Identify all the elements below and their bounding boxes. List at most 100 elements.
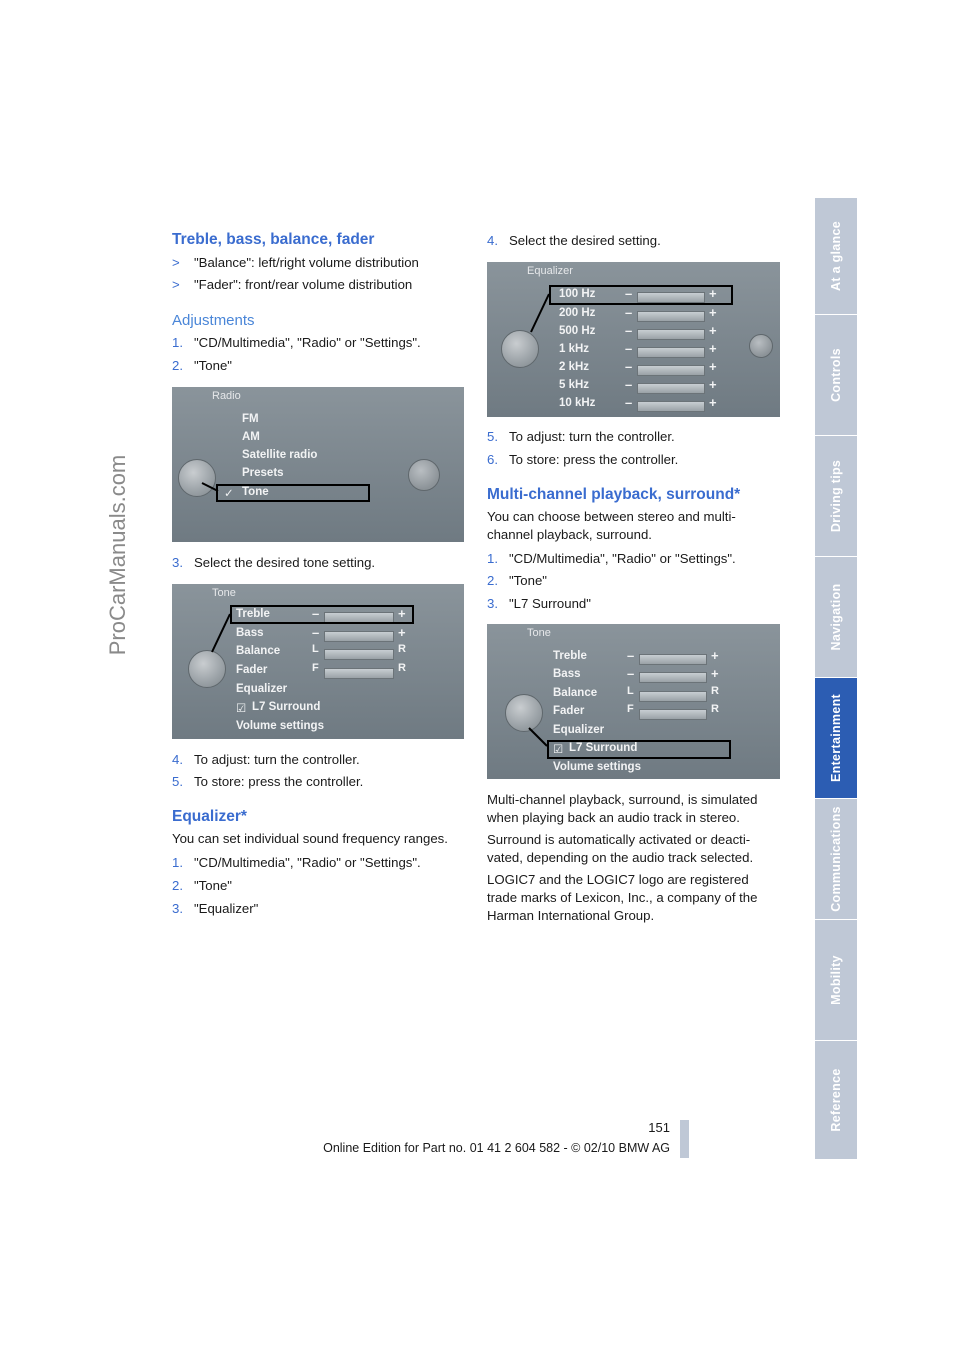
- step-text: "Tone": [509, 573, 547, 588]
- menu-item-balance: Balance: [553, 687, 598, 699]
- side-tab-driving-tips[interactable]: Driving tips: [815, 436, 857, 557]
- menu-item-am: AM: [242, 431, 260, 443]
- slider-band: [637, 329, 705, 340]
- step: 2."Tone": [172, 877, 232, 895]
- step-text: "CD/Multimedia", "Radio" or "Settings".: [194, 335, 421, 350]
- heading-surround: Multi-channel playback, surround*: [487, 486, 741, 503]
- side-tab-label: Mobility: [829, 955, 843, 1005]
- menu-item-bass: Bass: [553, 668, 581, 680]
- screen-title: Radio: [212, 390, 241, 402]
- edition-text: Online Edition for Part no. 01 41 2 604 …: [323, 1141, 670, 1155]
- highlight-box: [549, 285, 733, 305]
- step-text: "CD/Multimedia", "Radio" or "Settings".: [194, 855, 421, 870]
- step-number: 5.: [487, 429, 498, 444]
- surround-intro: channel playback, surround.: [487, 527, 652, 542]
- callout-line-icon: [201, 482, 219, 492]
- side-tab-entertainment[interactable]: Entertainment: [815, 678, 857, 799]
- step-number: 1.: [172, 335, 183, 350]
- screen-title: Equalizer: [527, 265, 573, 277]
- step-number: 6.: [487, 452, 498, 467]
- step: 3. "Equalizer": [172, 900, 258, 918]
- screen-title: Tone: [527, 627, 551, 639]
- step-text: Select the desired tone setting.: [194, 555, 376, 570]
- side-tab-label: Driving tips: [829, 459, 843, 533]
- slider-band: [637, 292, 705, 303]
- menu-item-fm: FM: [242, 413, 259, 425]
- side-tab-communications[interactable]: Communications: [815, 799, 857, 920]
- band-100hz: 100 Hz: [559, 288, 596, 300]
- menu-item-equalizer: Equalizer: [236, 683, 288, 695]
- slider-balance: [324, 649, 394, 660]
- step-text: Select the desired setting.: [509, 233, 661, 248]
- paragraph-line: LOGIC7 and the LOGIC7 logo are registere…: [487, 872, 749, 887]
- step-text: "Equalizer": [194, 901, 259, 916]
- right-knob-icon: [408, 459, 440, 491]
- slider-fader: [324, 668, 394, 679]
- heading-treble-bass: Treble, bass, balance, fader: [172, 231, 375, 248]
- side-tab-mobility[interactable]: Mobility: [815, 920, 857, 1041]
- step-number: 5.: [172, 774, 183, 789]
- step-text: "Tone": [194, 358, 232, 373]
- check-icon: ✓: [224, 488, 234, 500]
- side-tab-at-a-glance[interactable]: At a glance: [815, 198, 857, 315]
- step-number: 3.: [487, 596, 498, 611]
- screen-tone-surround: Tone Treble Bass Balance Fader Equalizer…: [487, 624, 780, 779]
- side-tab-label: Reference: [829, 1068, 843, 1132]
- step: 5.To store: press the controller.: [172, 773, 363, 791]
- side-tab-controls[interactable]: Controls: [815, 315, 857, 436]
- slider-bass: [639, 672, 707, 683]
- menu-item-satellite-radio: Satellite radio: [242, 449, 318, 461]
- menu-item-bass: Bass: [236, 627, 264, 639]
- controller-knob-icon: [501, 330, 539, 368]
- paragraph-line: trade marks of Lexicon, Inc., a company …: [487, 890, 758, 905]
- side-tab-navigation[interactable]: Navigation: [815, 557, 857, 678]
- step-number: 1.: [172, 855, 183, 870]
- paragraph-line: when playing back an audio track in ster…: [487, 810, 740, 825]
- slider-balance: [639, 691, 707, 702]
- callout-line-icon: [530, 293, 550, 333]
- menu-item-presets: Presets: [242, 467, 284, 479]
- side-tab-label: Communications: [829, 806, 843, 912]
- bullet-fader: >"Fader": front/rear volume distribution: [172, 277, 413, 292]
- step-number: 1.: [487, 551, 498, 566]
- menu-item-volume-settings: Volume settings: [553, 761, 641, 773]
- step-number: 2.: [487, 573, 498, 588]
- step: 3."L7 Surround": [487, 595, 591, 613]
- surround-intro: You can choose between stereo and multi-: [487, 509, 736, 524]
- slider-fader: [639, 709, 707, 720]
- step-number: 2.: [172, 878, 183, 893]
- slider-band: [637, 383, 705, 394]
- callout-line-icon: [528, 727, 548, 747]
- slider-band: [637, 311, 705, 322]
- side-tab-label: Navigation: [829, 583, 843, 651]
- step: 3. Select the desired tone setting.: [172, 554, 375, 572]
- step: 2. "Tone": [487, 572, 547, 590]
- band-200hz: 200 Hz: [559, 307, 596, 319]
- step-number: 3.: [172, 901, 183, 916]
- paragraph-line: vated, depending on the audio track sele…: [487, 850, 754, 865]
- side-tab-reference[interactable]: Reference: [815, 1041, 857, 1160]
- side-tab-label: Entertainment: [829, 694, 843, 782]
- screen-tone: Tone Treble Bass Balance Fader Equalizer…: [172, 584, 464, 739]
- checkbox-icon: ☑: [553, 744, 564, 756]
- step-text: To adjust: turn the controller.: [509, 429, 675, 444]
- slider-band: [637, 347, 705, 358]
- page-number: 151: [648, 1120, 670, 1135]
- step-number: 2.: [172, 358, 183, 373]
- step-number: 3.: [172, 555, 183, 570]
- highlight-box: [230, 605, 414, 624]
- step: 5. To adjust: turn the controller.: [487, 428, 675, 446]
- side-tab-label: Controls: [829, 348, 843, 402]
- screen-radio: Radio FM AM Satellite radio Presets ✓ To…: [172, 387, 464, 542]
- menu-item-tone: Tone: [242, 486, 269, 498]
- slider-treble: [639, 654, 707, 665]
- menu-item-treble: Treble: [236, 608, 270, 620]
- highlight-box: [216, 484, 370, 502]
- step-text: "CD/Multimedia", "Radio" or "Settings".: [509, 551, 736, 566]
- side-tab-label: At a glance: [829, 221, 843, 291]
- step: 1. "CD/Multimedia", "Radio" or "Settings"…: [487, 550, 736, 568]
- highlight-box: [547, 740, 731, 759]
- step: 4.To adjust: turn the controller.: [172, 751, 360, 769]
- step: 2. "Tone": [172, 357, 232, 375]
- step-number: 4.: [172, 752, 183, 767]
